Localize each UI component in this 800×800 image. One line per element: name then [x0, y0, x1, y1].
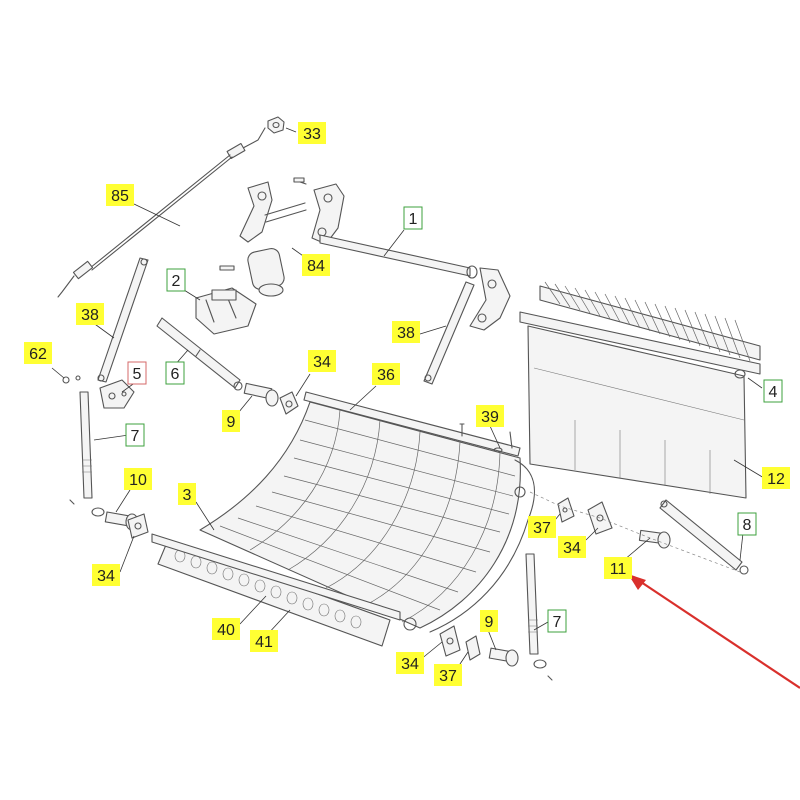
svg-text:3: 3 [183, 487, 192, 504]
svg-text:1: 1 [409, 211, 418, 228]
svg-text:84: 84 [307, 258, 325, 275]
part-1-shaft [319, 234, 478, 279]
svg-text:34: 34 [97, 568, 115, 585]
callout-2: 2 [166, 268, 186, 292]
part-7-left-rod [79, 391, 105, 517]
part-34-lower-plate [439, 625, 461, 657]
svg-text:9: 9 [485, 614, 494, 631]
callout-41: 41 [250, 630, 278, 652]
callout-34-right: 34 [558, 536, 586, 558]
svg-text:39: 39 [481, 409, 499, 426]
part-34-upper-plate [279, 391, 299, 415]
svg-text:34: 34 [313, 354, 331, 371]
callout-37-right: 37 [528, 516, 556, 538]
callout-85: 85 [106, 184, 134, 206]
svg-text:7: 7 [553, 614, 562, 631]
svg-text:40: 40 [217, 622, 235, 639]
svg-text:2: 2 [172, 273, 181, 290]
callout-39: 39 [476, 405, 504, 427]
callout-34-upper: 34 [308, 350, 336, 372]
svg-text:85: 85 [111, 188, 129, 205]
callout-1: 1 [403, 206, 423, 230]
part-34-left-plate [127, 513, 149, 539]
part-41-rail [151, 533, 401, 621]
part-8-strut [659, 499, 749, 575]
part-33-nut [267, 116, 285, 134]
part-11-bushing [638, 529, 671, 549]
svg-text:38: 38 [397, 325, 415, 342]
callout-62: 62 [24, 342, 52, 364]
part-7-right-rod [525, 553, 547, 669]
part-37-lower-plate [465, 635, 481, 661]
callout-6: 6 [165, 361, 185, 385]
callout-36: 36 [372, 363, 400, 385]
callout-12: 12 [762, 467, 790, 489]
part-9-upper-bushing [243, 382, 279, 407]
part-right-bracket [469, 267, 511, 331]
part-62-ring [62, 375, 81, 384]
svg-text:8: 8 [743, 517, 752, 534]
svg-text:36: 36 [377, 367, 395, 384]
part-84-linkage [219, 177, 345, 297]
callout-38-right: 38 [392, 321, 420, 343]
part-37-right-plate [557, 497, 575, 523]
callout-10: 10 [124, 468, 152, 490]
svg-text:34: 34 [401, 656, 419, 673]
part-38-right-rod [423, 281, 475, 385]
pins [69, 181, 553, 681]
svg-text:11: 11 [610, 561, 627, 578]
callouts: 33 85 1 84 2 38 38 62 5 6 34 [24, 122, 790, 686]
part-2-bracket-block [195, 287, 257, 335]
svg-text:37: 37 [533, 520, 551, 537]
callout-40: 40 [212, 618, 240, 640]
part-38-left-rod [97, 257, 149, 383]
red-arrow [628, 574, 800, 689]
callout-34-lower: 34 [396, 652, 424, 674]
callout-8: 8 [737, 512, 757, 536]
svg-text:6: 6 [171, 366, 180, 383]
svg-text:10: 10 [129, 472, 147, 489]
part-3-concave [199, 401, 535, 633]
svg-text:37: 37 [439, 668, 457, 685]
callout-7-right: 7 [547, 609, 567, 633]
alignment-line-right [529, 491, 741, 573]
callout-4: 4 [763, 379, 783, 403]
svg-text:33: 33 [303, 126, 321, 143]
svg-text:12: 12 [767, 471, 785, 488]
part-85-cable [57, 127, 266, 298]
svg-text:41: 41 [255, 634, 273, 651]
svg-text:4: 4 [769, 384, 778, 401]
svg-text:62: 62 [29, 346, 47, 363]
callout-11: 11 [604, 557, 632, 579]
callout-33: 33 [298, 122, 326, 144]
callout-38-left: 38 [76, 303, 104, 325]
callout-7-left: 7 [125, 423, 145, 447]
svg-text:9: 9 [227, 414, 236, 431]
callout-3: 3 [178, 483, 196, 505]
part-9-lower-bushing [488, 647, 519, 667]
svg-text:5: 5 [133, 366, 142, 383]
part-6-strut [156, 317, 243, 391]
callout-9-upper: 9 [222, 410, 240, 432]
callout-37-lower: 37 [434, 664, 462, 686]
svg-text:7: 7 [131, 428, 140, 445]
part-36-bar [303, 391, 521, 457]
callout-84: 84 [302, 254, 330, 276]
callout-5: 5 [127, 361, 147, 385]
part-5-plate [99, 379, 135, 409]
svg-text:34: 34 [563, 540, 581, 557]
callout-9-lower: 9 [480, 610, 498, 632]
part-12-pan [519, 281, 761, 499]
svg-text:38: 38 [81, 307, 99, 324]
callout-34-left: 34 [92, 564, 120, 586]
